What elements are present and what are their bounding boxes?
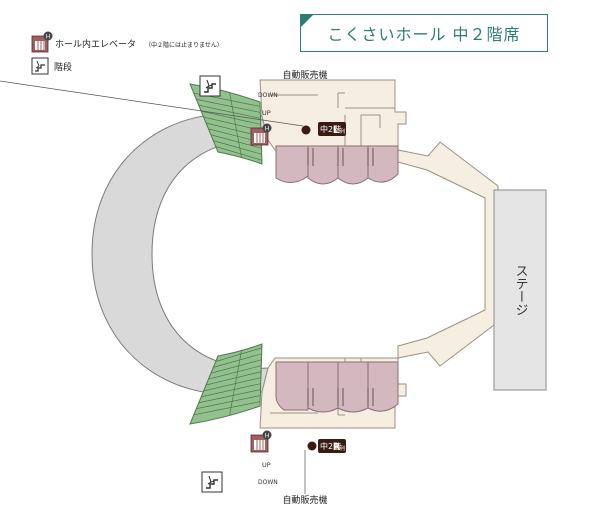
svg-text:中2階: 中2階 — [320, 441, 341, 451]
stairs-icon — [199, 75, 221, 97]
svg-text:H: H — [46, 34, 51, 41]
legend-elevator-label: ホール内エレベータ — [55, 38, 136, 50]
seat-label-l: 中2階 L 列 — [318, 122, 346, 136]
seat-label-r: 中2階 R 列 — [318, 439, 346, 453]
legend-stairs-label: 階段 — [54, 61, 72, 73]
vending-label-top: 自動販売機 — [282, 69, 327, 81]
title-corner-accent — [300, 14, 314, 28]
svg-text:L: L — [333, 125, 339, 136]
seat-boxes-bottom — [275, 361, 399, 413]
stairs-bottom — [189, 343, 263, 425]
vending-machine-marker-bottom — [307, 441, 317, 451]
stage-area — [493, 189, 547, 391]
svg-text:列: 列 — [340, 445, 345, 452]
vending-label-bottom: 自動販売機 — [282, 494, 327, 506]
page-title-text: こくさいホール 中２階席 — [327, 25, 521, 44]
down-label-bottom: DOWN — [258, 479, 278, 486]
page-title: こくさいホール 中２階席 — [300, 14, 548, 52]
seat-boxes-top — [275, 145, 399, 185]
stairs-icon — [201, 471, 223, 493]
vending-machine-marker-top — [301, 125, 311, 135]
stage-label: ステージ — [513, 264, 528, 316]
up-label-top: UP — [262, 109, 271, 117]
corridor-top — [259, 79, 407, 151]
down-label-top: DOWN — [258, 92, 278, 99]
svg-text:R: R — [333, 442, 341, 453]
svg-text:H: H — [265, 126, 270, 133]
up-label-bottom: UP — [262, 461, 271, 469]
svg-text:列: 列 — [340, 128, 345, 135]
legend-elevator-note: （中２階には止まりません） — [145, 41, 223, 49]
legend-stairs-icon — [31, 57, 49, 75]
box-dividers-bottom — [307, 388, 374, 406]
side-corridor — [397, 141, 499, 367]
vending-leader-top — [0, 80, 304, 127]
elevator-icon: H — [250, 430, 272, 453]
svg-text:H: H — [265, 433, 270, 440]
box-dividers-top — [307, 148, 374, 166]
legend-elevator-icon: H — [31, 31, 53, 53]
svg-text:中2階: 中2階 — [320, 124, 341, 134]
elevator-icon: H — [250, 123, 272, 146]
